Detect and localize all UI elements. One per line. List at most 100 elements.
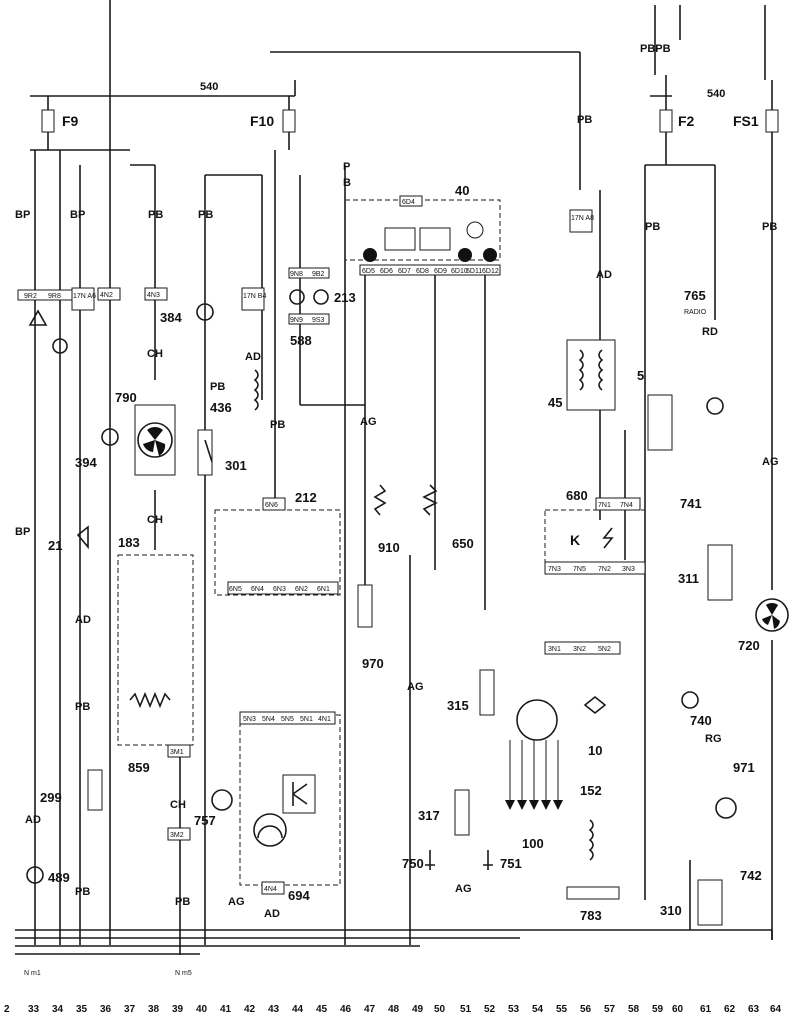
wire-codes: PB PB PB PB PB PB PB PB PB PB AD AD AD A… bbox=[15, 43, 779, 920]
fuse-f2 bbox=[659, 75, 673, 150]
connector-100-icon bbox=[505, 699, 563, 810]
label-741: 741 bbox=[680, 496, 702, 511]
lamps-213 bbox=[288, 267, 330, 325]
label-650: 650 bbox=[452, 536, 474, 551]
label-5: 5 bbox=[637, 368, 644, 383]
svg-text:AD: AD bbox=[245, 351, 261, 363]
switch-310-icon bbox=[697, 879, 723, 926]
svg-text:6N1: 6N1 bbox=[317, 586, 330, 593]
svg-text:AD: AD bbox=[264, 908, 280, 920]
svg-text:9R8: 9R8 bbox=[48, 293, 61, 300]
svg-text:6D11: 6D11 bbox=[466, 268, 482, 275]
svg-text:56: 56 bbox=[580, 1004, 592, 1015]
wiper-motor-694-icon bbox=[253, 774, 316, 847]
label-783: 783 bbox=[580, 908, 602, 923]
svg-text:3M2: 3M2 bbox=[170, 832, 184, 839]
label-489: 489 bbox=[48, 870, 70, 885]
sensor-650-icon bbox=[422, 484, 438, 516]
fuse-f9 bbox=[41, 96, 55, 150]
label-588: 588 bbox=[290, 333, 312, 348]
lightning-icon bbox=[602, 527, 614, 549]
buzzer-icon bbox=[76, 525, 89, 550]
svg-text:17N A8: 17N A8 bbox=[571, 215, 594, 222]
label-757: 757 bbox=[194, 813, 216, 828]
supply-bus bbox=[30, 0, 766, 945]
svg-text:60: 60 bbox=[672, 1004, 684, 1015]
ground-bus bbox=[15, 860, 773, 955]
svg-text:64: 64 bbox=[770, 1004, 782, 1015]
fuse-f2-label: F2 bbox=[678, 113, 695, 129]
svg-text:61: 61 bbox=[700, 1004, 712, 1015]
svg-text:63: 63 bbox=[748, 1004, 760, 1015]
svg-text:PBPB: PBPB bbox=[640, 43, 671, 55]
svg-text:7N2: 7N2 bbox=[598, 566, 611, 573]
svg-text:RG: RG bbox=[705, 733, 722, 745]
svg-text:52: 52 bbox=[484, 1004, 496, 1015]
switch-750-icon bbox=[425, 850, 435, 870]
svg-text:3N1: 3N1 bbox=[548, 646, 561, 653]
switch-970-icon bbox=[357, 584, 373, 628]
svg-text:5N2: 5N2 bbox=[598, 646, 611, 653]
svg-text:AG: AG bbox=[228, 896, 245, 908]
label-790: 790 bbox=[115, 390, 137, 405]
svg-text:4N4: 4N4 bbox=[264, 886, 277, 893]
resistor-859-icon bbox=[129, 691, 171, 709]
label-971: 971 bbox=[733, 760, 755, 775]
label-311: 311 bbox=[678, 571, 699, 586]
svg-text:PB: PB bbox=[762, 221, 777, 233]
connector-labels: 9R2 9R8 17N A6 4N2 4N3 17N B4 9N8 9B2 9N… bbox=[17, 195, 646, 895]
svg-text:AD: AD bbox=[596, 269, 612, 281]
connector-6n bbox=[227, 581, 339, 595]
svg-text:5N4: 5N4 bbox=[262, 716, 275, 723]
svg-text:41: 41 bbox=[220, 1004, 232, 1015]
svg-text:AD: AD bbox=[75, 614, 91, 626]
svg-text:PB: PB bbox=[645, 221, 660, 233]
relay-5-icon bbox=[647, 394, 673, 451]
svg-text:6N5: 6N5 bbox=[229, 586, 242, 593]
svg-text:44: 44 bbox=[292, 1004, 304, 1015]
lamp-741-icon bbox=[706, 397, 724, 415]
label-859: 859 bbox=[128, 760, 150, 775]
svg-text:53: 53 bbox=[508, 1004, 520, 1015]
label-213: 213 bbox=[334, 290, 356, 305]
fuse-fs1-label: FS1 bbox=[733, 113, 759, 129]
connector-3m bbox=[566, 886, 620, 900]
ground-nm5: N m5 bbox=[175, 970, 192, 977]
svg-text:BP: BP bbox=[15, 526, 30, 538]
switch-311-icon bbox=[707, 544, 733, 601]
svg-text:P: P bbox=[343, 161, 350, 173]
switch-299-icon bbox=[87, 769, 103, 811]
label-212: 212 bbox=[295, 490, 317, 505]
svg-text:B: B bbox=[343, 177, 351, 189]
component-212-box bbox=[214, 509, 341, 596]
svg-text:45: 45 bbox=[316, 1004, 328, 1015]
svg-text:6N6: 6N6 bbox=[265, 502, 278, 509]
column-axis: 2 33 34 35 36 37 38 39 40 41 42 43 44 45… bbox=[4, 1004, 782, 1015]
svg-text:6D12: 6D12 bbox=[482, 268, 499, 275]
svg-text:9S3: 9S3 bbox=[312, 317, 325, 324]
hazard-switch-icon bbox=[28, 309, 68, 354]
svg-text:6D4: 6D4 bbox=[402, 199, 415, 206]
svg-text:BP: BP bbox=[70, 209, 85, 221]
lamp-394-icon bbox=[101, 428, 119, 446]
svg-text:6D6: 6D6 bbox=[380, 268, 393, 275]
svg-text:33: 33 bbox=[28, 1004, 40, 1015]
svg-text:3M1: 3M1 bbox=[170, 749, 184, 756]
svg-text:PB: PB bbox=[148, 209, 163, 221]
svg-text:34: 34 bbox=[52, 1004, 64, 1015]
svg-text:51: 51 bbox=[460, 1004, 472, 1015]
svg-text:39: 39 bbox=[172, 1004, 184, 1015]
svg-text:9R2: 9R2 bbox=[24, 293, 37, 300]
svg-text:6D7: 6D7 bbox=[398, 268, 411, 275]
svg-text:PB: PB bbox=[210, 381, 225, 393]
label-301: 301 bbox=[225, 458, 247, 473]
switch-301-icon bbox=[197, 429, 213, 476]
svg-text:9N8: 9N8 bbox=[290, 271, 303, 278]
label-751: 751 bbox=[500, 856, 522, 871]
svg-text:57: 57 bbox=[604, 1004, 616, 1015]
svg-text:7N1: 7N1 bbox=[598, 502, 611, 509]
label-310: 310 bbox=[660, 903, 682, 918]
svg-text:AD: AD bbox=[25, 814, 41, 826]
fan-motor-790-icon bbox=[134, 404, 176, 476]
svg-text:6N3: 6N3 bbox=[273, 586, 286, 593]
